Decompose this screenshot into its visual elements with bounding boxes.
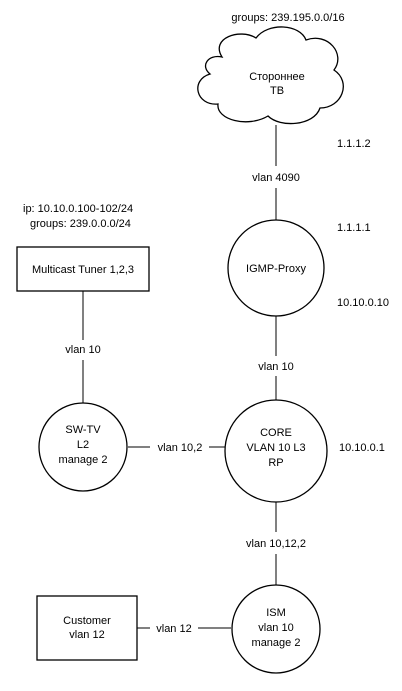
multicast-tuner-box (16, 246, 150, 292)
link-label-swtv-core: vlan 10,2 (158, 442, 203, 454)
customer-label-line1: Customer (63, 615, 111, 627)
sw-tv-label-line1: SW-TV (65, 424, 101, 436)
cloud-node (197, 26, 344, 125)
multicast-tuner-label: Multicast Tuner 1,2,3 (32, 264, 134, 276)
tuner-ip-annotation: ip: 10.10.0.100-102/24 (23, 203, 133, 215)
link-label-customer-ism: vlan 12 (156, 623, 191, 635)
igmp-proxy-label: IGMP-Proxy (246, 263, 306, 275)
core-node (224, 399, 328, 503)
sw-tv-node (38, 402, 128, 492)
sw-tv-label-line3: manage 2 (59, 454, 108, 466)
customer-box (36, 595, 138, 661)
core-label-line3: RP (268, 457, 283, 469)
ip-cloud-side: 1.1.1.2 (337, 138, 371, 150)
core-label-line1: CORE (260, 427, 292, 439)
cloud-groups-annotation: groups: 239.195.0.0/16 (231, 12, 344, 24)
cloud-label-line2: ТВ (270, 85, 284, 97)
ism-node (231, 584, 321, 674)
igmp-proxy-node (227, 219, 325, 317)
cloud-label-line1: Стороннее (249, 71, 305, 83)
link-label-proxy-core: vlan 10 (258, 361, 293, 373)
link-label-cloud-proxy: vlan 4090 (252, 172, 300, 184)
customer-label-line2: vlan 12 (69, 629, 104, 641)
ism-label-line3: manage 2 (252, 637, 301, 649)
link-label-core-ism: vlan 10,12,2 (246, 538, 306, 550)
ism-label-line1: ISM (266, 607, 286, 619)
ip-proxy-lan: 10.10.0.10 (337, 297, 389, 309)
ip-proxy-wan: 1.1.1.1 (337, 222, 371, 234)
tuner-groups-annotation: groups: 239.0.0.0/24 (30, 218, 131, 230)
core-label-line2: VLAN 10 L3 (246, 442, 305, 454)
ip-core: 10.10.0.1 (339, 442, 385, 454)
sw-tv-label-line2: L2 (77, 439, 89, 451)
link-label-tuner-swtv: vlan 10 (65, 344, 100, 356)
ism-label-line2: vlan 10 (258, 622, 293, 634)
